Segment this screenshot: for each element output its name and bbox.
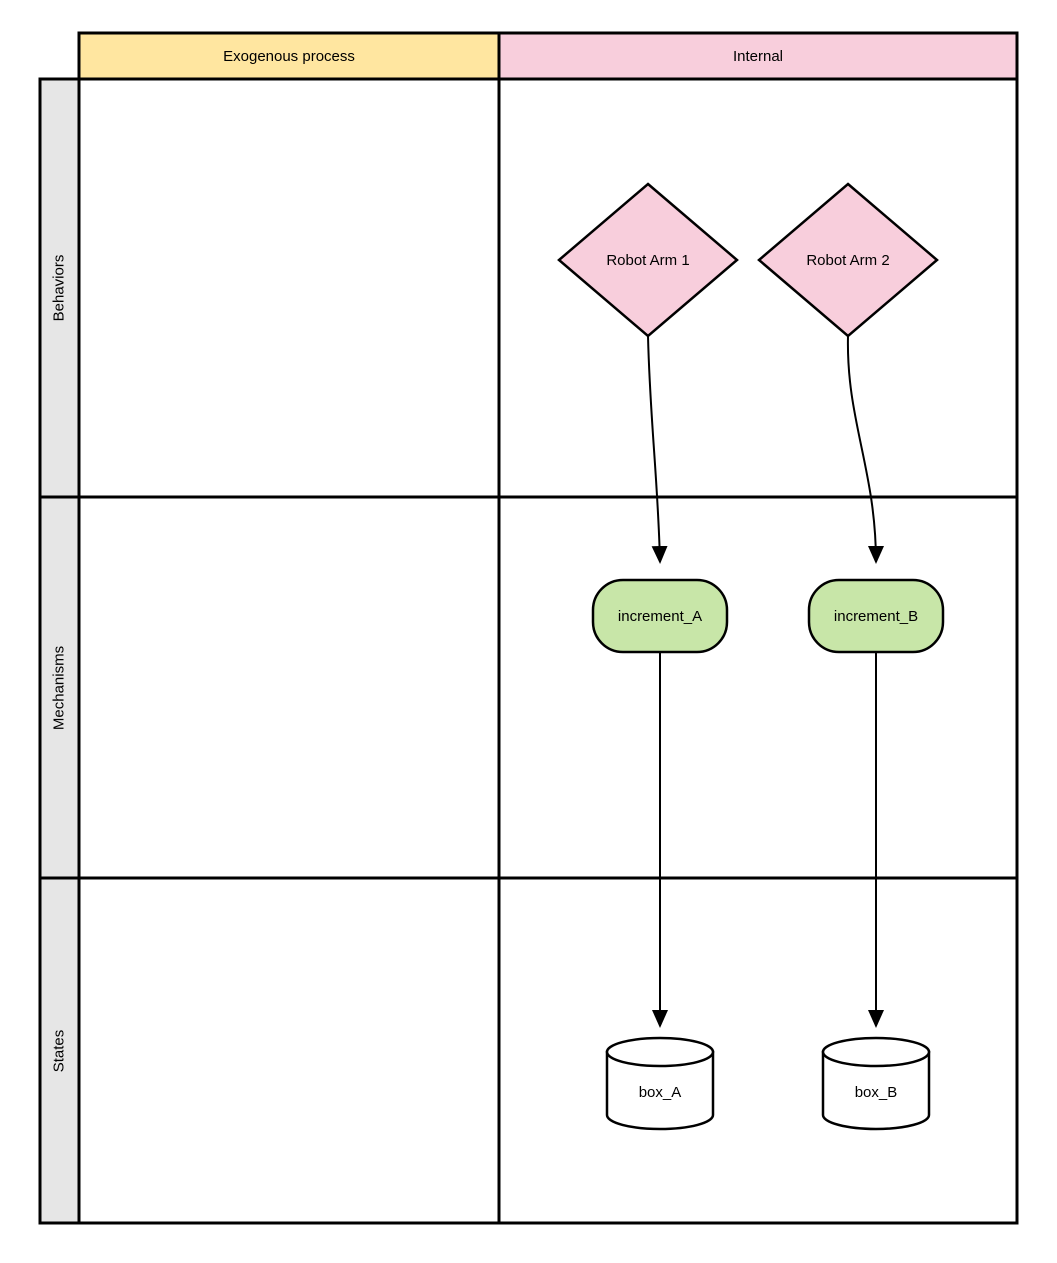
box-a-cylinder-body[interactable] — [605, 1050, 715, 1131]
increment-b-shape[interactable] — [807, 578, 945, 654]
increment-b-label: increment_B — [834, 608, 918, 625]
edge-layer — [647, 335, 884, 1028]
pool-grid — [38, 31, 1019, 1225]
edge-robot-arm-1-to-increment-a — [647, 335, 668, 564]
pool-outer-border — [38, 77, 1019, 1225]
box-b-label: box_B — [855, 1084, 898, 1101]
node-robot-arm-1[interactable]: Robot Arm 1 — [557, 182, 739, 338]
robot-arm-1-diamond-shape[interactable] — [557, 182, 739, 338]
box-a-label: box_A — [639, 1084, 682, 1101]
box-b-cylinder-body[interactable] — [821, 1050, 931, 1131]
robot-arm-2-label: Robot Arm 2 — [806, 252, 889, 269]
robot-arm-2-diamond-shape[interactable] — [757, 182, 939, 338]
node-box-a[interactable]: box_A — [605, 1036, 715, 1131]
node-box-b[interactable]: box_B — [821, 1036, 931, 1131]
column-header-internal-fill — [499, 33, 1017, 79]
row-header-mechanisms-label: Mechanisms — [50, 646, 67, 730]
node-increment-b[interactable]: increment_B — [807, 578, 945, 654]
node-increment-a[interactable]: increment_A — [591, 578, 729, 654]
node-robot-arm-2[interactable]: Robot Arm 2 — [757, 182, 939, 338]
increment-a-label: increment_A — [618, 608, 702, 625]
robot-arm-1-label: Robot Arm 1 — [606, 252, 689, 269]
row-header-behaviors-fill — [40, 79, 79, 497]
edge-robot-arm-2-to-increment-b — [846, 335, 884, 564]
column-header-exogenous-fill — [79, 33, 499, 79]
increment-a-shape[interactable] — [591, 578, 729, 654]
box-b-cylinder-top[interactable] — [821, 1036, 931, 1068]
column-header-internal-label: Internal — [733, 48, 783, 65]
row-header-states-label: States — [50, 1030, 67, 1073]
row-header-mechanisms-fill — [40, 497, 79, 878]
box-a-cylinder-top[interactable] — [605, 1036, 715, 1068]
column-header-exogenous-label: Exogenous process — [223, 48, 355, 65]
row-header-behaviors-label: Behaviors — [50, 255, 67, 322]
row-header-states-fill — [40, 878, 79, 1223]
